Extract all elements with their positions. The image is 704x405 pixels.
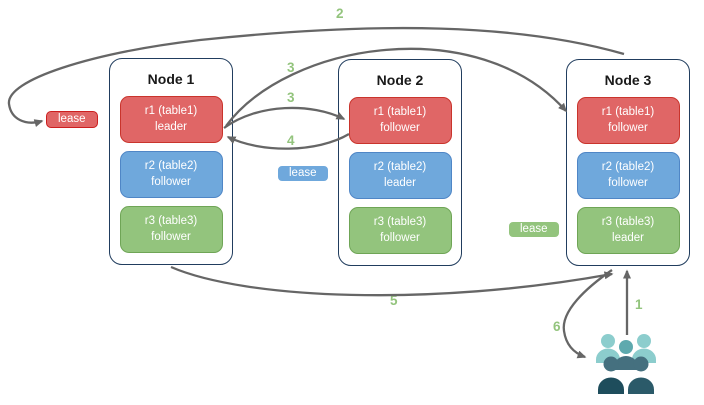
replica-name: r2 (table2) [601, 161, 655, 174]
node-1-replica-r2: r2 (table2) follower [119, 151, 223, 198]
replica-role: follower [380, 231, 420, 244]
lease-badge-blue: lease [277, 165, 329, 182]
users-group-icon [595, 333, 657, 399]
arrow-3-node1-to-node2 [223, 106, 346, 129]
replica-role: follower [380, 121, 420, 134]
person-middle-body [614, 356, 638, 370]
replica-role: leader [155, 120, 187, 133]
arrow-label-5: 5 [390, 293, 398, 308]
arrow-label-1: 1 [635, 297, 643, 312]
arrow-label-6: 6 [553, 319, 561, 334]
person-back-left-head [601, 334, 615, 348]
person-back-right-head [637, 334, 651, 348]
replica-name: r1 (table1) [601, 106, 655, 119]
node-3-replica-r2: r2 (table2) follower [576, 152, 680, 199]
arrow-label-3a: 3 [287, 60, 295, 75]
node-3-replica-r1: r1 (table1) follower [576, 97, 680, 144]
replica-name: r3 (table3) [144, 215, 198, 228]
replica-role: follower [608, 176, 648, 189]
replica-role: leader [612, 231, 644, 244]
person-front-left-head [603, 356, 619, 372]
node-1-replica-r3: r3 (table3) follower [119, 206, 223, 253]
replica-name: r3 (table3) [373, 216, 427, 229]
person-front-right-body [628, 377, 654, 394]
arrow-label-2: 2 [336, 6, 344, 21]
replica-role: follower [151, 175, 191, 188]
lease-badge-green: lease [508, 221, 560, 238]
replica-name: r2 (table2) [373, 161, 427, 174]
replica-role: leader [384, 176, 416, 189]
node-3: Node 3 r1 (table1) follower r2 (table2) … [566, 59, 690, 266]
person-middle-head [619, 340, 633, 354]
node-2: Node 2 r1 (table1) follower r2 (table2) … [338, 59, 462, 266]
node-2-title: Node 2 [376, 72, 424, 88]
arrow-label-3b: 3 [287, 90, 295, 105]
users-group-icon-svg [596, 334, 656, 394]
person-front-right-head [633, 356, 649, 372]
arrow-2-node3-to-lease [7, 26, 625, 127]
replica-name: r3 (table3) [601, 216, 655, 229]
node-2-replica-r3: r3 (table3) follower [348, 207, 452, 254]
node-2-replica-r1: r1 (table1) follower [348, 97, 452, 144]
node-3-replica-r3: r3 (table3) leader [576, 207, 680, 254]
replica-name: r1 (table1) [144, 105, 198, 118]
replica-name: r1 (table1) [373, 106, 427, 119]
node-1: Node 1 r1 (table1) leader r2 (table2) fo… [109, 58, 233, 265]
lease-badge-red: lease [46, 111, 98, 128]
node-3-title: Node 3 [604, 72, 652, 88]
replica-name: r2 (table2) [144, 160, 198, 173]
replica-role: follower [608, 121, 648, 134]
node-1-title: Node 1 [147, 71, 195, 87]
arrow-5-node1-to-node3 [170, 265, 614, 297]
arrow-label-4: 4 [287, 133, 295, 148]
person-front-left-body [598, 377, 624, 394]
node-2-replica-r2: r2 (table2) leader [348, 152, 452, 199]
node-1-replica-r1: r1 (table1) leader [119, 96, 223, 143]
replica-role: follower [151, 230, 191, 243]
